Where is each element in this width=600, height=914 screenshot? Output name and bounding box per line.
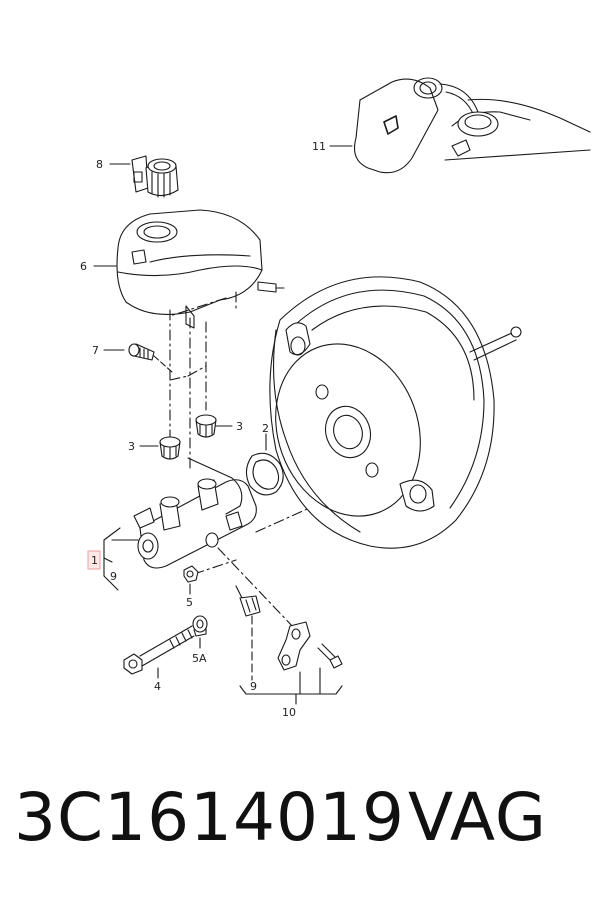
callout-6: 6 — [80, 260, 87, 273]
highlight-box-1 — [87, 550, 101, 570]
part-3-grommet-left — [159, 436, 181, 460]
callout-5a: 5A — [192, 652, 207, 665]
part-7-screw — [128, 343, 173, 373]
part-5a-nut — [192, 615, 208, 637]
exploded-parts-diagram: 11 8 6 — [80, 77, 591, 719]
part-8-reservoir-cap — [131, 155, 179, 198]
callout-3-right: 3 — [236, 420, 243, 433]
callout-9: 9 — [250, 680, 257, 693]
part-number: 3C1614019 — [14, 779, 406, 856]
bracket-9-10 — [239, 685, 343, 695]
callout-10: 10 — [282, 706, 296, 719]
callout-1-sub: 9 — [110, 570, 117, 583]
brake-booster — [269, 276, 522, 549]
callout-11: 11 — [312, 140, 326, 153]
brand-name: VAG — [408, 779, 548, 856]
part-10-bracket — [277, 621, 343, 671]
callout-5: 5 — [186, 596, 193, 609]
part-5-nut — [183, 565, 199, 583]
callout-3-left: 3 — [128, 440, 135, 453]
callout-7: 7 — [92, 344, 99, 357]
footer: 3C1614019 VAG — [0, 778, 600, 898]
part-6-reservoir — [116, 209, 285, 329]
part-3-grommet-right — [195, 414, 217, 438]
part-11-fluid-bottle — [353, 77, 591, 174]
part-9-sensor — [235, 585, 261, 617]
part-2-gasket — [245, 452, 284, 496]
callout-8: 8 — [96, 158, 103, 171]
callout-2: 2 — [262, 422, 269, 435]
part-1-master-cylinder — [133, 457, 257, 569]
part-4-bolt — [123, 625, 195, 675]
callout-1: 1 — [91, 554, 98, 567]
callout-4: 4 — [154, 680, 161, 693]
